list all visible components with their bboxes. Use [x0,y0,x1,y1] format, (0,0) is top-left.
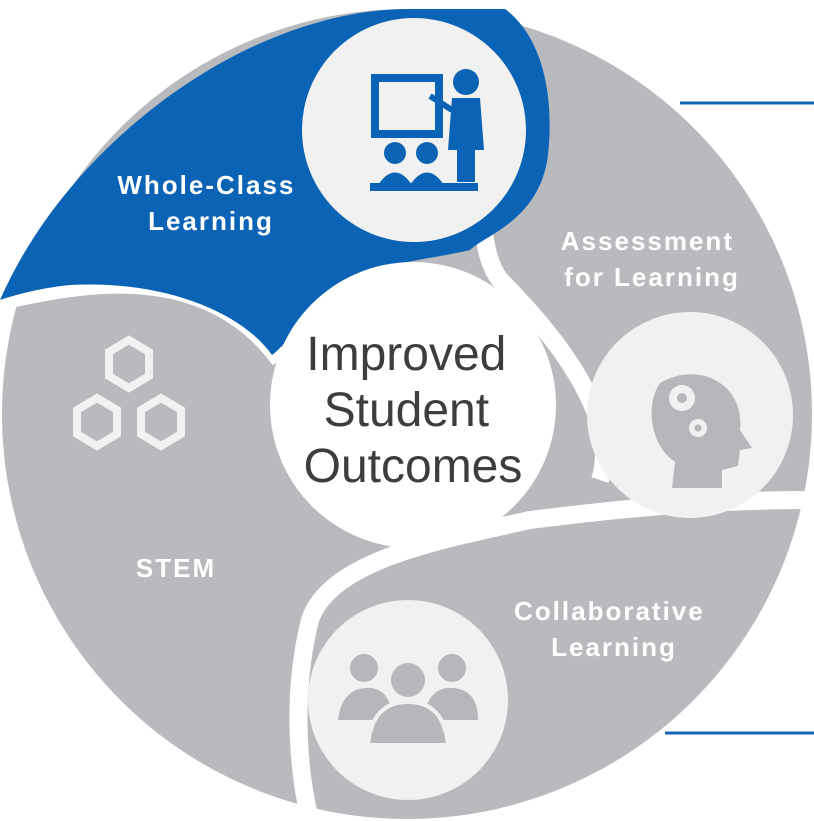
assessment-label: Assessment for Learning [561,226,743,292]
collaborative-label: Collaborative Learning [514,596,714,662]
center-label: Improved Student Outcomes [304,328,523,493]
stem-label: STEM [136,553,216,583]
center-circle [270,262,556,548]
teacher-presentation-icon [370,69,484,191]
hexagons-icon [73,335,185,451]
group-people-icon [338,654,478,747]
whole-class-label: Whole-Class Learning [117,170,304,236]
head-gears-icon [651,374,752,488]
